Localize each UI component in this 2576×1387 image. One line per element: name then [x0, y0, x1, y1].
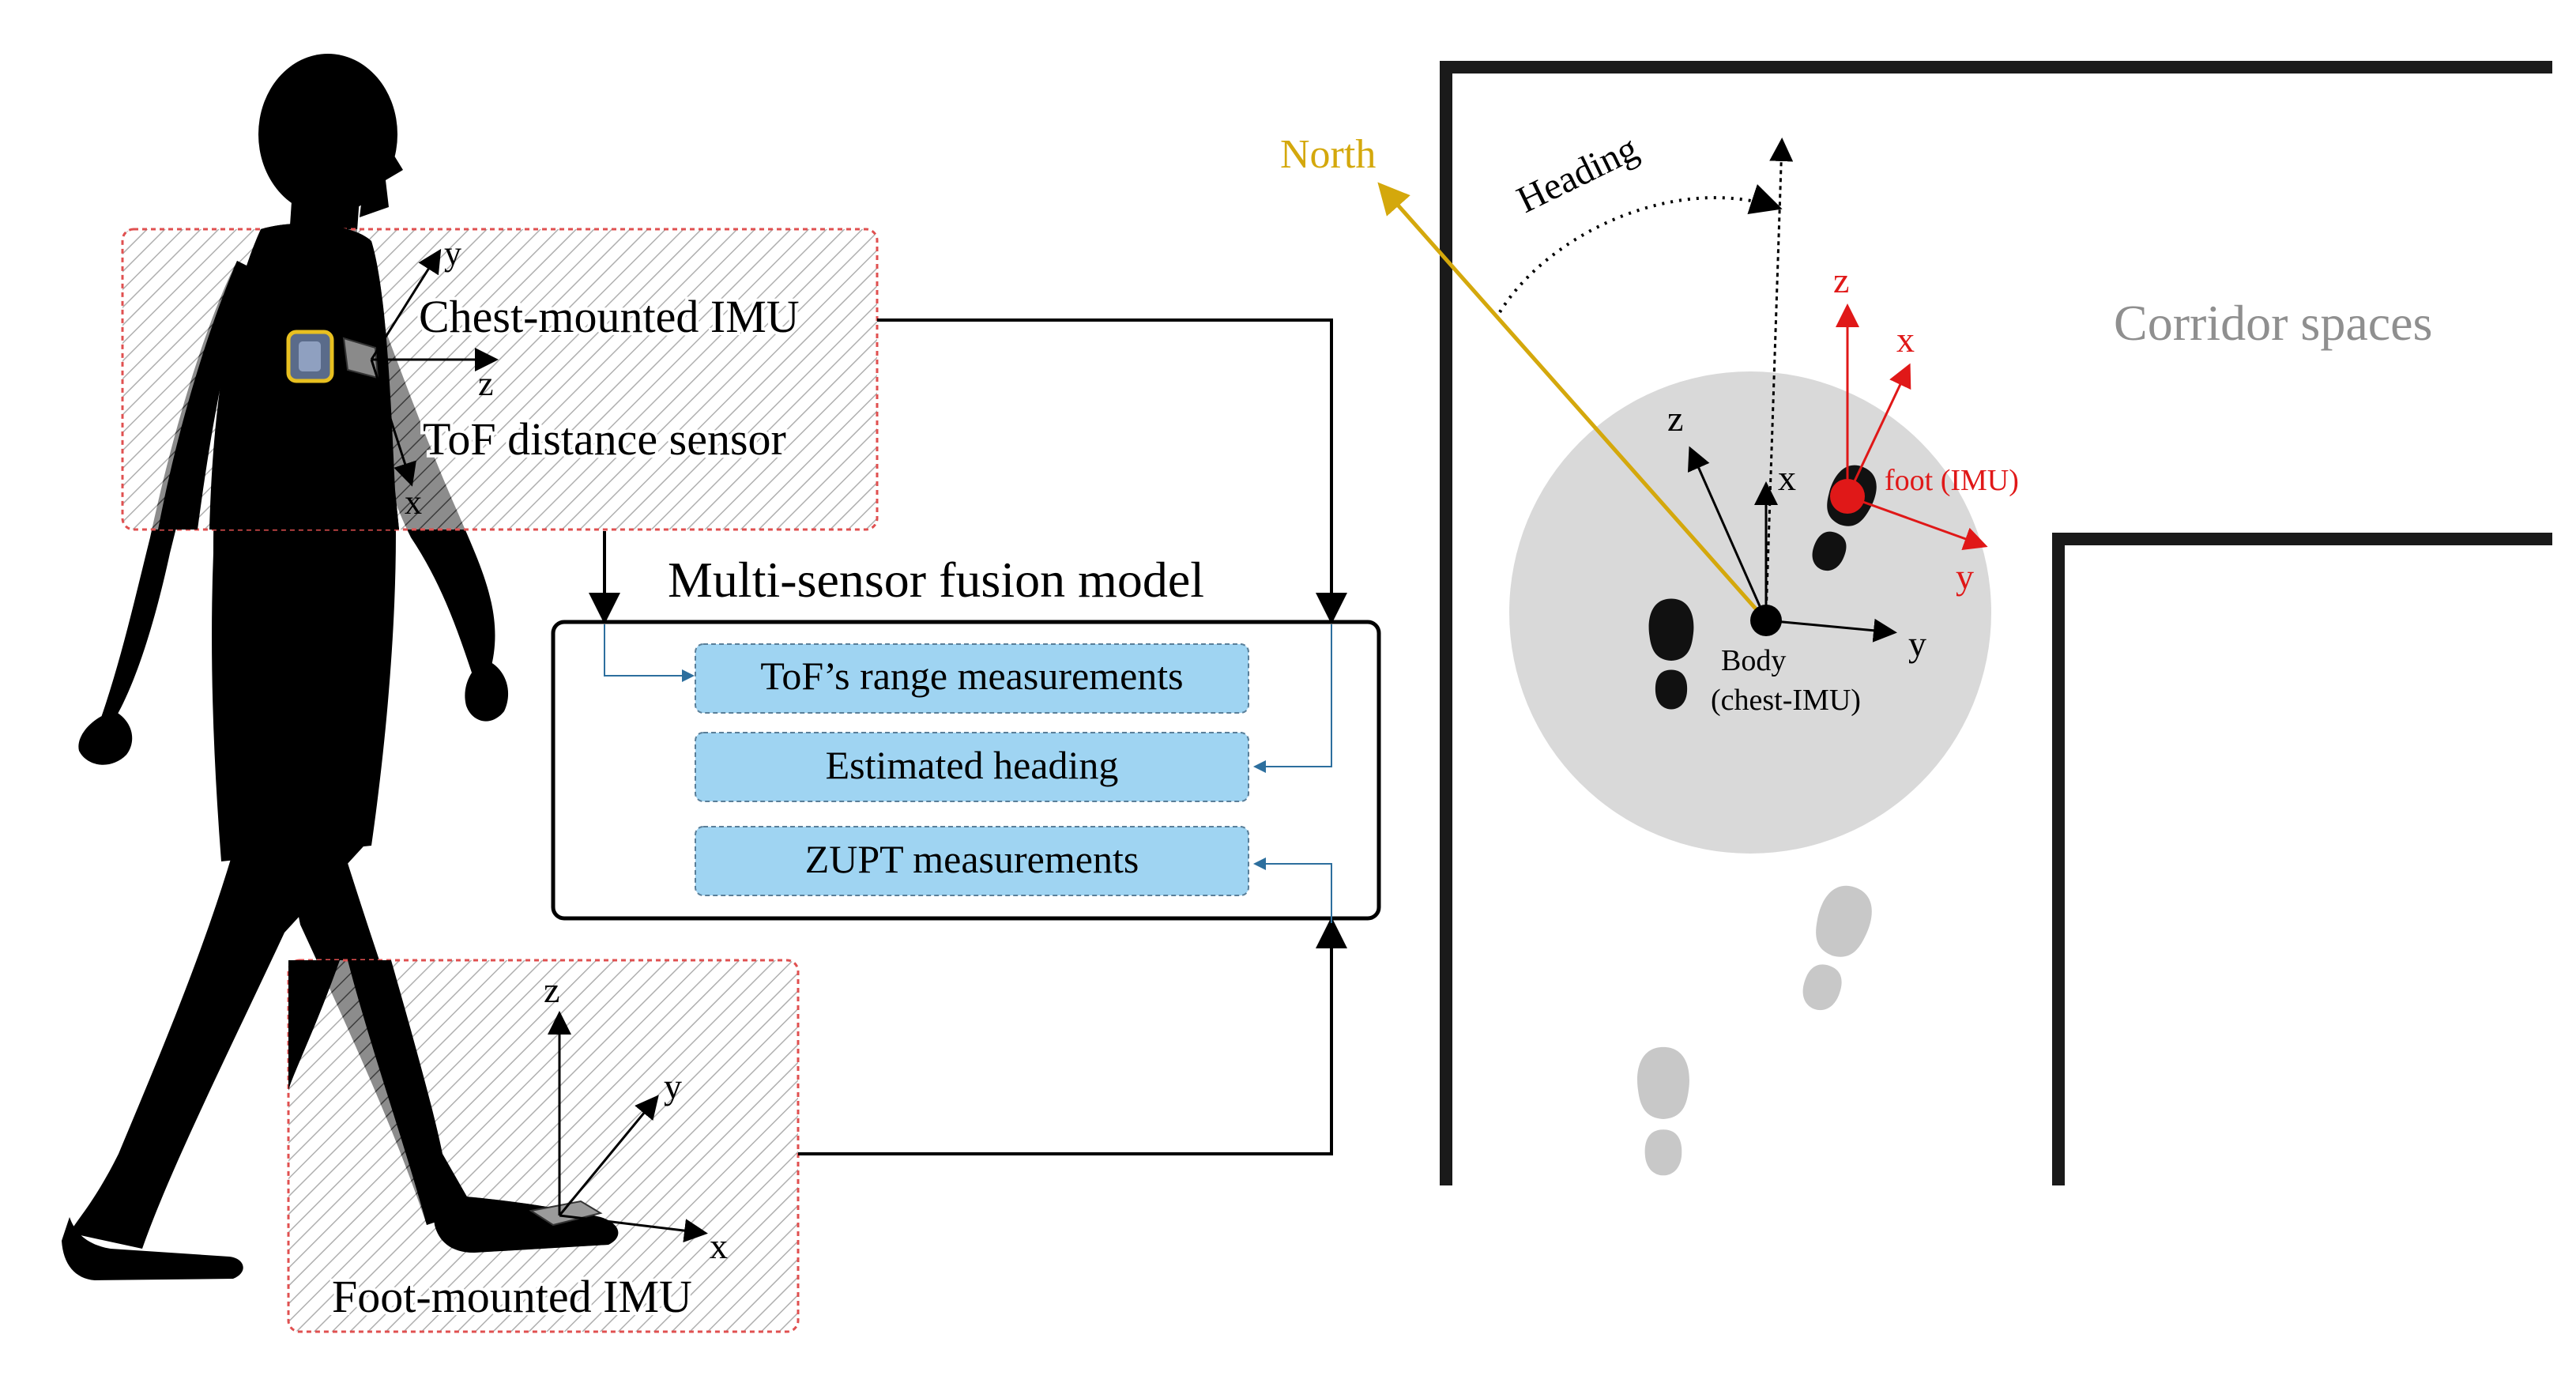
- foot-axis-z-red: z: [1833, 260, 1849, 300]
- legs-overlay: [288, 960, 619, 1253]
- faded-footprints: [1637, 879, 1880, 1176]
- connectors: [589, 318, 1347, 1155]
- foot-imu-small-label: foot (IMU): [1885, 464, 2019, 497]
- body-frame-axes: [1687, 446, 1897, 643]
- heading-reference-arrow: [1764, 138, 1794, 617]
- chest-axis-x: x: [405, 483, 422, 522]
- chest-imu-axes: [370, 248, 499, 487]
- foot-axis-y: y: [664, 1066, 682, 1106]
- foot-axis-x: x: [710, 1226, 728, 1266]
- foot-imu-label: Foot-mounted IMU: [332, 1271, 692, 1322]
- foot-imu-point: [1830, 479, 1865, 514]
- foot-imu-axes: [548, 1011, 708, 1243]
- fusion-model-title: Multi-sensor fusion model: [668, 552, 1204, 608]
- fusion-item-zupt-label: ZUPT measurements: [805, 837, 1139, 881]
- north-arrow: [1377, 182, 1768, 622]
- chest-imu-device: [286, 330, 379, 383]
- fusion-item-heading-label: Estimated heading: [826, 743, 1119, 787]
- tof-sensor-label: ToF distance sensor: [423, 413, 786, 465]
- fusion-item-tof-label: ToF’s range measurements: [760, 654, 1183, 698]
- north-label: North: [1280, 132, 1376, 177]
- chest-axis-y: y: [444, 234, 461, 273]
- corridor-walls: [1440, 61, 2552, 1185]
- fusion-item-heading: Estimated heading: [695, 732, 1249, 802]
- body-region-circle: [1509, 371, 1991, 854]
- chest-axis-z: z: [478, 364, 494, 403]
- body-axis-z: z: [1667, 398, 1683, 439]
- fusion-item-zupt: ZUPT measurements: [695, 826, 1249, 896]
- foot-frame-axes: [1836, 303, 1988, 550]
- body-sub-label: (chest-IMU): [1711, 684, 1861, 717]
- foot-axis-y-red: y: [1956, 556, 1974, 597]
- foot-axis-x-red: x: [1896, 319, 1915, 360]
- fusion-item-tof: ToF’s range measurements: [695, 643, 1249, 714]
- chest-imu-label: Chest-mounted IMU: [419, 291, 800, 342]
- body-axis-x: x: [1778, 458, 1796, 498]
- body-label: Body: [1721, 644, 1786, 677]
- heading-label: Heading: [1511, 127, 1644, 221]
- corridor-label: Corridor spaces: [2114, 295, 2432, 351]
- body-axis-y: y: [1908, 624, 1926, 664]
- body-imu-point: [1750, 605, 1782, 636]
- foot-axis-z: z: [544, 970, 559, 1010]
- foot-imu-device: [529, 1200, 603, 1227]
